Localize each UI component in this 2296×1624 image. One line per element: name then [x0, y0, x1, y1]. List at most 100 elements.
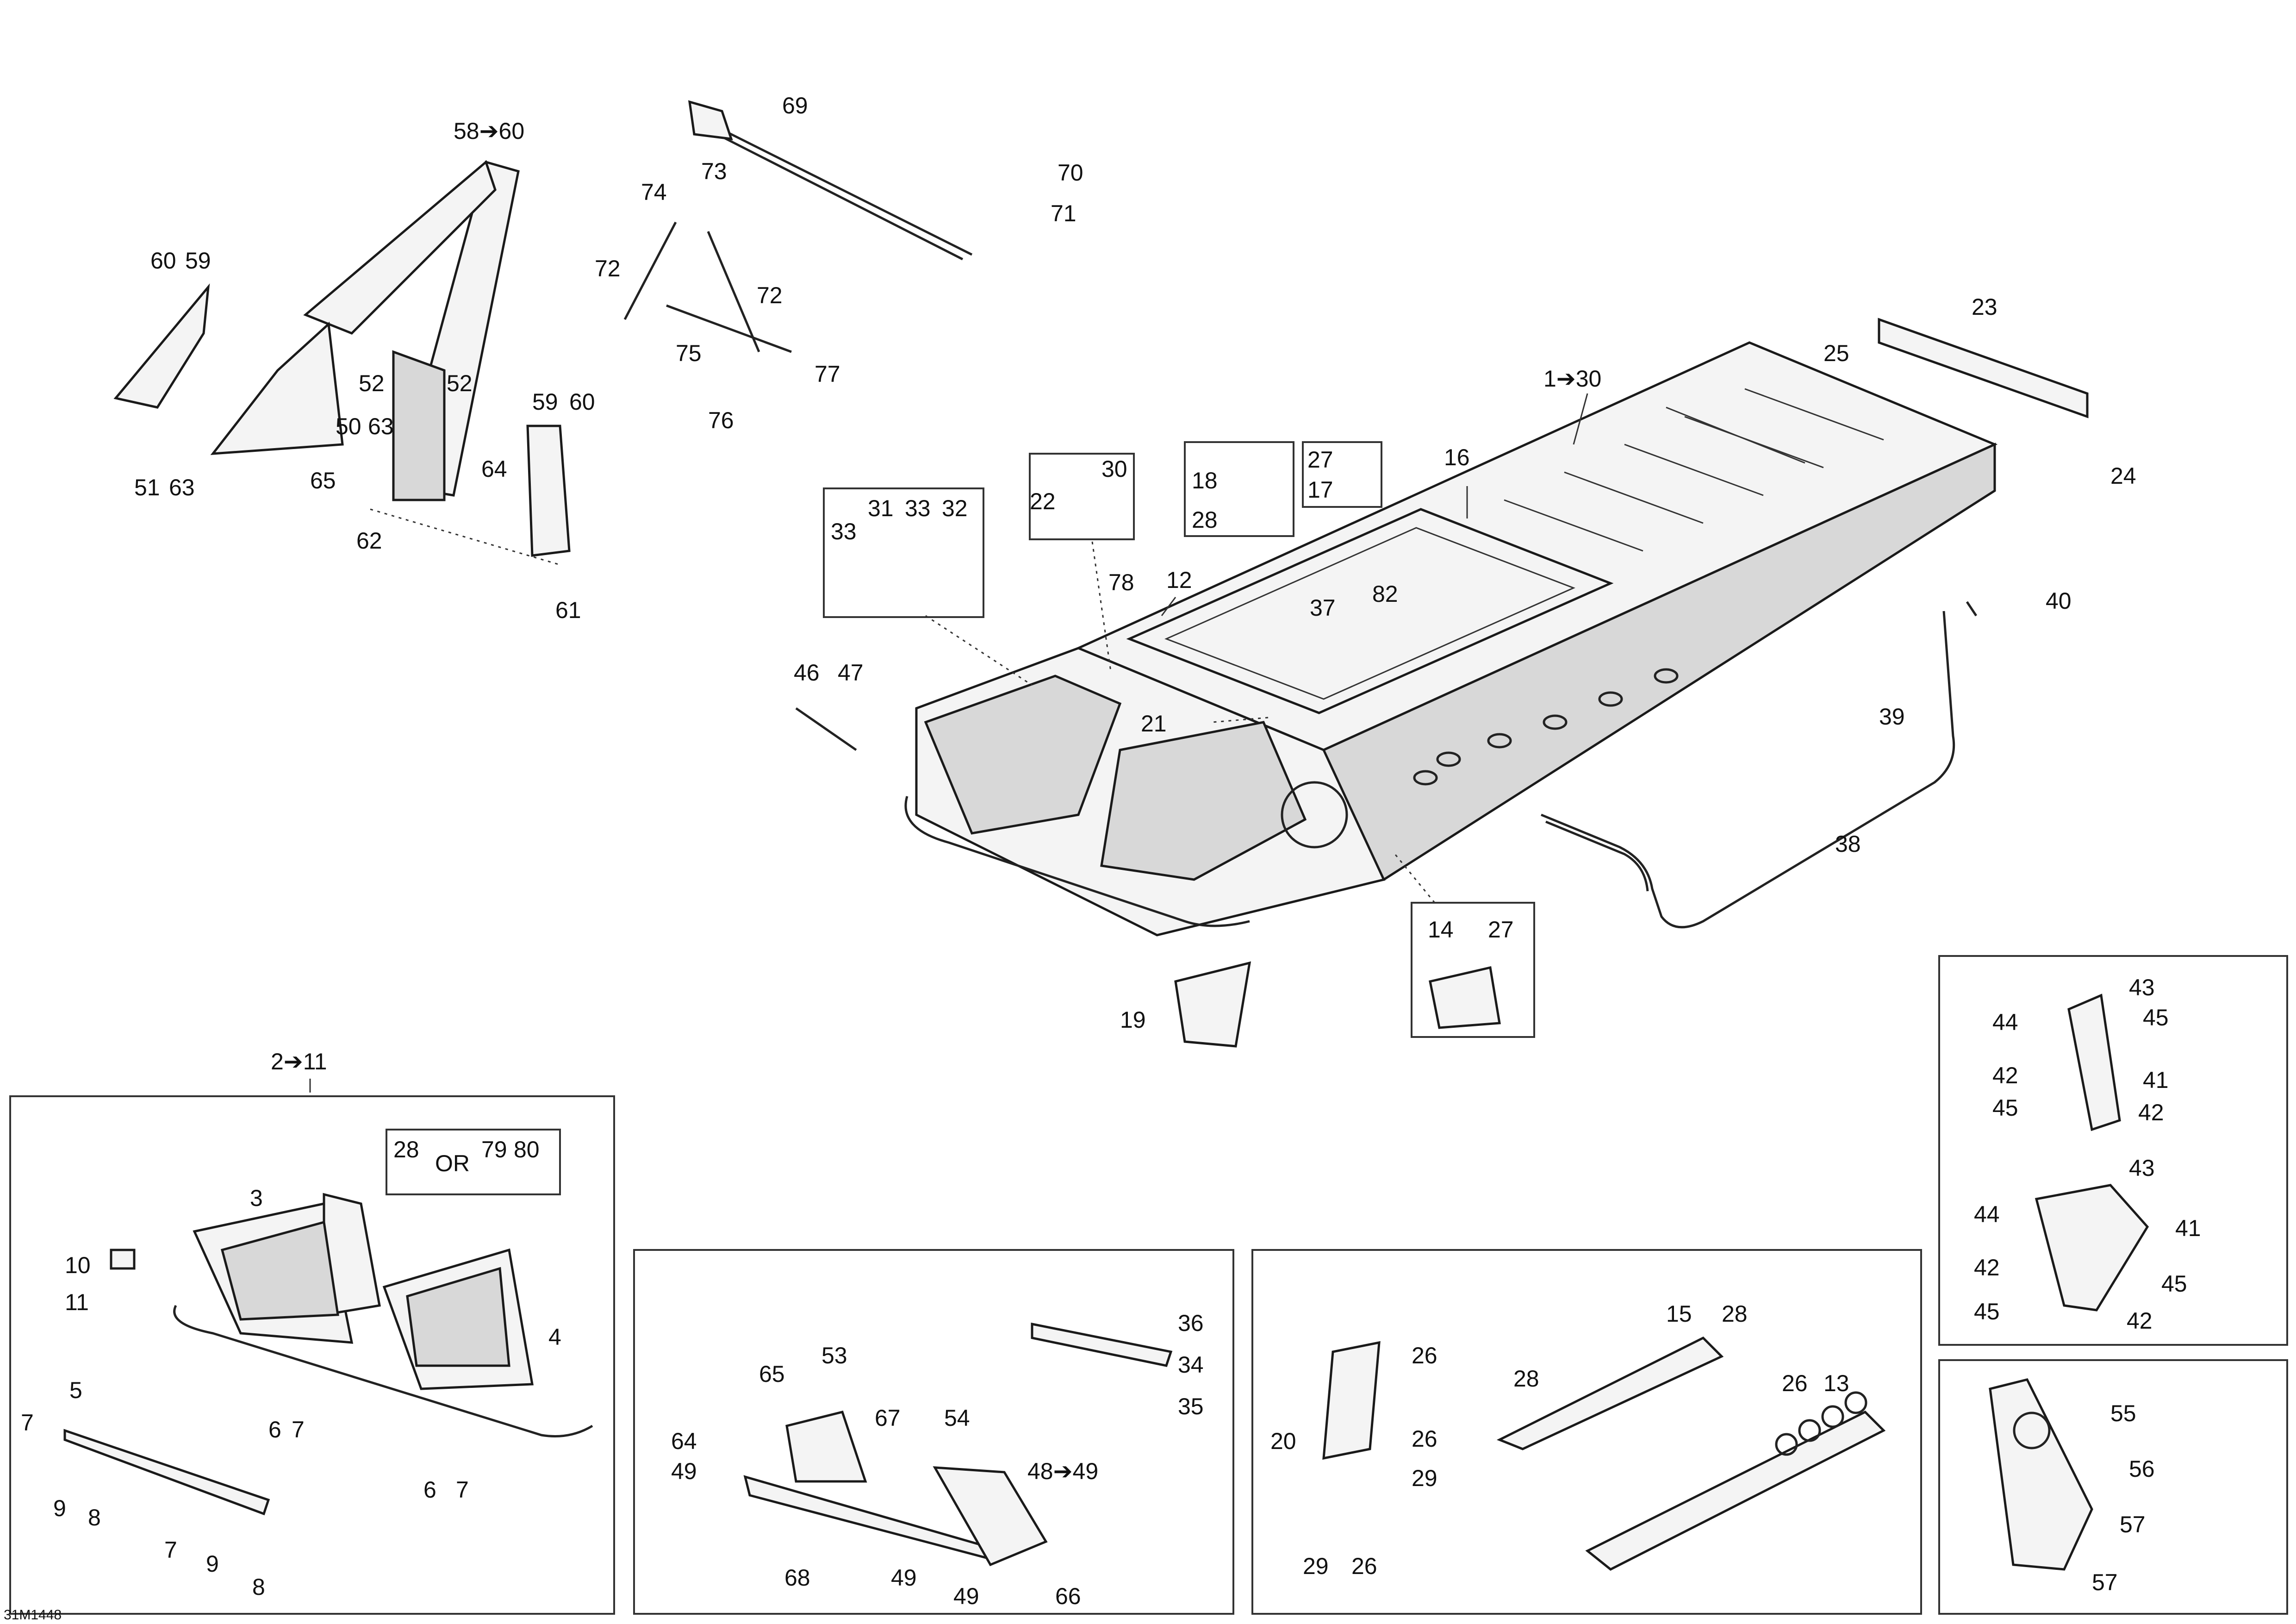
callout-27b: 27 [1488, 917, 1514, 943]
callout-32: 32 [942, 495, 968, 521]
callout-65a: 65 [310, 468, 336, 493]
callout-50: 50 [336, 413, 361, 439]
callout-26c: 26 [1412, 1426, 1437, 1452]
callout-29b: 29 [1303, 1553, 1329, 1579]
right-brackets [1989, 993, 2149, 1571]
callout-49a: 49 [671, 1458, 697, 1484]
callout-79: 79 [481, 1137, 507, 1162]
callout-45d: 45 [1974, 1299, 2000, 1324]
callout-58-60: 58➔60 [454, 118, 524, 144]
callout-30: 30 [1101, 456, 1127, 482]
panel-lower-front [633, 1249, 1234, 1615]
callout-46: 46 [794, 660, 820, 686]
callout-33b: 33 [831, 518, 857, 544]
callout-80: 80 [514, 1137, 540, 1162]
callout-56: 56 [2129, 1456, 2155, 1482]
callout-72a: 72 [595, 256, 621, 281]
diagram-id: 31M1448 [4, 1607, 62, 1623]
callout-67: 67 [875, 1405, 901, 1431]
callout-48-49: 48➔49 [1027, 1458, 1098, 1484]
callout-26d: 26 [1351, 1553, 1377, 1579]
callout-24: 24 [2110, 463, 2136, 489]
detail-box-31-33 [823, 487, 984, 618]
callout-60b: 60 [569, 389, 595, 415]
callout-or: OR [435, 1150, 470, 1176]
struts [623, 100, 973, 353]
front-frame-assembly [63, 1193, 593, 1516]
callout-21: 21 [1141, 711, 1167, 737]
callout-43b: 43 [2129, 1155, 2155, 1181]
callout-43a: 43 [2129, 974, 2155, 1000]
panel-heat-shield [1251, 1249, 1922, 1615]
detail-box-22-30 [1029, 453, 1135, 540]
callout-38: 38 [1835, 831, 1861, 857]
callout-54: 54 [944, 1405, 970, 1431]
callout-3: 3 [250, 1185, 263, 1211]
callout-28a: 28 [1192, 507, 1218, 533]
callout-45c: 45 [2161, 1271, 2187, 1297]
callout-49c: 49 [953, 1583, 979, 1609]
callout-59b: 59 [532, 389, 558, 415]
callout-18: 18 [1192, 468, 1218, 493]
callout-73: 73 [701, 158, 727, 184]
callout-66: 66 [1055, 1583, 1081, 1609]
callout-28d: 28 [1513, 1366, 1539, 1392]
callout-25: 25 [1823, 340, 1849, 366]
detail-box-14-27 [1411, 902, 1535, 1038]
callout-7a: 7 [292, 1417, 305, 1443]
callout-26a: 26 [1412, 1343, 1437, 1368]
steering-support-assembly [113, 160, 571, 566]
callout-71: 71 [1051, 200, 1076, 226]
callout-16: 16 [1444, 444, 1470, 470]
callout-41b: 41 [2175, 1215, 2201, 1241]
callout-69: 69 [782, 93, 808, 119]
callout-45b: 45 [1992, 1095, 2018, 1121]
callout-75: 75 [676, 340, 702, 366]
callout-57b: 57 [2092, 1569, 2118, 1595]
callout-9b: 9 [206, 1551, 219, 1577]
callout-14: 14 [1428, 917, 1454, 943]
panel-front-frame [9, 1095, 615, 1615]
callout-22: 22 [1030, 488, 1056, 514]
callout-20: 20 [1270, 1428, 1296, 1454]
callout-7c: 7 [456, 1477, 469, 1503]
callout-31: 31 [868, 495, 894, 521]
callout-45a: 45 [2143, 1005, 2169, 1031]
callout-63b: 63 [169, 475, 195, 500]
callout-8b: 8 [252, 1574, 265, 1600]
callout-36: 36 [1178, 1310, 1204, 1336]
callout-55: 55 [2110, 1400, 2136, 1426]
callout-44a: 44 [1992, 1009, 2018, 1035]
callout-57a: 57 [2120, 1512, 2146, 1537]
callout-74: 74 [641, 179, 667, 205]
callout-82: 82 [1372, 581, 1398, 607]
callout-8a: 8 [88, 1505, 101, 1530]
callout-4: 4 [548, 1324, 561, 1350]
callout-34: 34 [1178, 1352, 1204, 1378]
detail-box-18-28 [1184, 441, 1294, 537]
callout-72b: 72 [757, 282, 783, 308]
callout-37: 37 [1310, 595, 1336, 621]
callout-44b: 44 [1974, 1201, 2000, 1227]
callout-59a: 59 [185, 248, 211, 274]
callout-52a: 52 [359, 370, 385, 396]
callout-64a: 64 [481, 456, 507, 482]
heat-shield-assembly [1322, 1336, 1886, 1571]
callout-10: 10 [65, 1252, 91, 1278]
callout-33a: 33 [905, 495, 931, 521]
callout-76: 76 [708, 407, 734, 433]
callout-5: 5 [69, 1377, 82, 1403]
callout-64b: 64 [671, 1428, 697, 1454]
callout-65b: 65 [759, 1361, 785, 1387]
callout-77: 77 [815, 361, 840, 387]
callout-42c: 42 [1974, 1255, 2000, 1280]
callout-42d: 42 [2127, 1308, 2153, 1334]
callout-39: 39 [1879, 704, 1905, 730]
callout-41a: 41 [2143, 1067, 2169, 1093]
callout-23: 23 [1972, 294, 1997, 320]
callout-40: 40 [2046, 588, 2072, 614]
callout-7b: 7 [21, 1410, 34, 1436]
callout-49b: 49 [891, 1565, 917, 1591]
callout-6a: 6 [268, 1417, 281, 1443]
